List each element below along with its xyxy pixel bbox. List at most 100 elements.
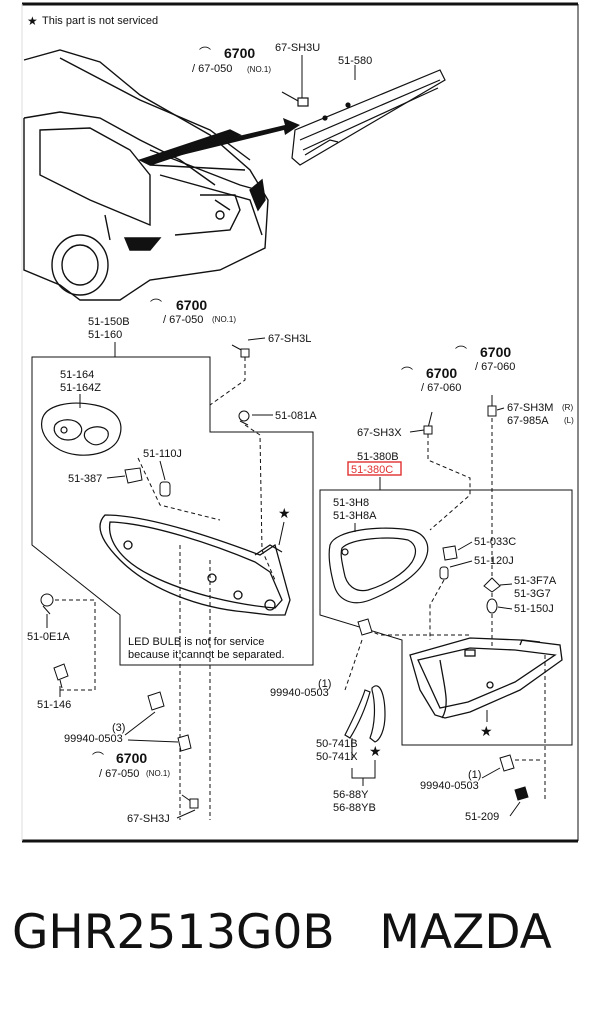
screw-sh3m bbox=[487, 395, 497, 417]
not-serviced-star-3: ★ bbox=[369, 743, 382, 759]
nut-99940c bbox=[499, 754, 515, 772]
bulb-513f7a bbox=[483, 577, 501, 614]
label-no1-top: (NO.1) bbox=[247, 65, 271, 74]
dashed-51120j bbox=[429, 579, 445, 640]
leader-99940c bbox=[481, 767, 501, 779]
label-51150j: 51-150J bbox=[514, 603, 554, 615]
leader-513f7a bbox=[499, 583, 513, 586]
screw-sh3l bbox=[231, 344, 250, 358]
leader-51150j bbox=[497, 606, 513, 610]
car-illustration bbox=[23, 49, 269, 301]
label-51146: 51-146 bbox=[37, 699, 71, 711]
label-67050-top: / 67-050 bbox=[192, 63, 232, 75]
arrow-to-lamp bbox=[180, 118, 300, 155]
label-51380b: 51-380B bbox=[357, 451, 399, 463]
leader-51209 bbox=[509, 801, 521, 817]
connector-icon-low: ⌒ bbox=[92, 751, 104, 765]
label-67060-r2: / 67-060 bbox=[421, 382, 461, 394]
label-67050-mid: / 67-050 bbox=[163, 314, 203, 326]
leader-51387 bbox=[106, 475, 126, 479]
led-note-2: because it cannot be separated. bbox=[128, 649, 285, 661]
label-985a: 67-985A bbox=[507, 415, 549, 427]
label-sh3j: 67-SH3J bbox=[127, 813, 170, 825]
nut-51146 bbox=[53, 663, 69, 689]
leader-99940b-dash bbox=[344, 639, 363, 691]
label-q1b: (1) bbox=[468, 769, 481, 781]
gasket-513h8 bbox=[328, 527, 429, 604]
label-51387: 51-387 bbox=[68, 473, 102, 485]
screw-sh3u bbox=[281, 91, 309, 107]
label-q3: (3) bbox=[112, 722, 125, 734]
label-51164z: 51-164Z bbox=[60, 382, 101, 394]
label-51150b: 51-150B bbox=[88, 316, 130, 328]
dashed-right-box bbox=[367, 629, 470, 636]
label-99940c: 99940-0503 bbox=[420, 780, 479, 792]
label-6700-r2: 6700 bbox=[426, 365, 457, 381]
dashed-sh3l bbox=[209, 357, 246, 406]
label-51580: 51-580 bbox=[338, 55, 372, 67]
gasket-51164 bbox=[40, 402, 122, 456]
label-513g7: 51-3G7 bbox=[514, 588, 551, 600]
dashed-right-down bbox=[515, 655, 546, 800]
label-5688y: 56-88Y bbox=[333, 789, 369, 801]
not-serviced-star-2: ★ bbox=[480, 723, 493, 739]
leader-sh3j bbox=[176, 809, 196, 819]
rear-lamp-outer bbox=[99, 514, 291, 616]
label-sh3u: 67-SH3U bbox=[275, 42, 320, 54]
label-no1-low: (NO.1) bbox=[146, 769, 170, 778]
connector-icon-r1: ⌒ bbox=[455, 345, 467, 359]
nut-99940a bbox=[147, 691, 192, 752]
highlight-51380c bbox=[347, 461, 402, 476]
inner-lamp bbox=[409, 637, 563, 719]
leader-99940a-2 bbox=[127, 739, 179, 743]
label-51033c: 51-033C bbox=[474, 536, 516, 548]
connector-icon-mid: ⌒ bbox=[150, 298, 162, 312]
label-513f7a: 51-3F7A bbox=[514, 575, 557, 587]
label-51380c: 51-380C bbox=[351, 464, 393, 476]
dashed-510e1a bbox=[55, 599, 96, 691]
label-r-tag: (R) bbox=[562, 403, 573, 412]
label-67060-r1: / 67-060 bbox=[475, 361, 515, 373]
connector-icon: ⌒ bbox=[199, 46, 211, 60]
label-5688yb: 56-88YB bbox=[333, 802, 376, 814]
clip-510e1a bbox=[40, 593, 54, 615]
connector-icon-r2: ⌒ bbox=[401, 366, 413, 380]
label-51120j: 51-120J bbox=[474, 555, 514, 567]
nut-99940b bbox=[357, 618, 373, 636]
left-group-box bbox=[31, 356, 314, 666]
leader-51110j bbox=[159, 460, 166, 481]
leader-sh3m bbox=[496, 407, 505, 411]
label-99940b: 99940-0503 bbox=[270, 687, 329, 699]
label-51081a: 51-081A bbox=[275, 410, 317, 422]
reflector-50741 bbox=[344, 685, 386, 743]
label-513h8a: 51-3H8A bbox=[333, 510, 377, 522]
leader-99940a bbox=[124, 711, 156, 736]
label-l-tag: (L) bbox=[564, 416, 574, 425]
dashed-51081a bbox=[244, 424, 276, 581]
label-6700-mid: 6700 bbox=[176, 297, 207, 313]
high-mount-lamp bbox=[291, 69, 446, 166]
dashed-lamp-down bbox=[179, 545, 211, 820]
right-group-box bbox=[319, 489, 573, 746]
label-50741b: 50-741B bbox=[316, 738, 358, 750]
label-6700-top: 6700 bbox=[224, 45, 255, 61]
clip-51081a bbox=[238, 410, 250, 426]
label-sh3x: 67-SH3X bbox=[357, 427, 402, 439]
dashed-sh3x bbox=[427, 434, 471, 531]
label-6700-low: 6700 bbox=[116, 750, 147, 766]
not-serviced-star-1: ★ bbox=[278, 505, 291, 521]
label-513h8: 51-3H8 bbox=[333, 497, 369, 509]
label-510e1a: 51-0E1A bbox=[27, 631, 70, 643]
label-no1-mid: (NO.1) bbox=[212, 315, 236, 324]
label-51164: 51-164 bbox=[60, 369, 94, 381]
leader-sh3x bbox=[409, 429, 425, 433]
label-51110j: 51-110J bbox=[143, 448, 182, 460]
header-note: This part is not serviced bbox=[42, 15, 158, 27]
label-67050-low: / 67-050 bbox=[99, 768, 139, 780]
label-sh3m: 67-SH3M bbox=[507, 402, 553, 414]
clip-51209 bbox=[514, 786, 529, 801]
label-99940a: 99940-0503 bbox=[64, 733, 123, 745]
screw-sh3j bbox=[181, 794, 199, 809]
led-note-1: LED BULB is not for service bbox=[128, 636, 264, 648]
screw-sh3x bbox=[423, 411, 433, 435]
